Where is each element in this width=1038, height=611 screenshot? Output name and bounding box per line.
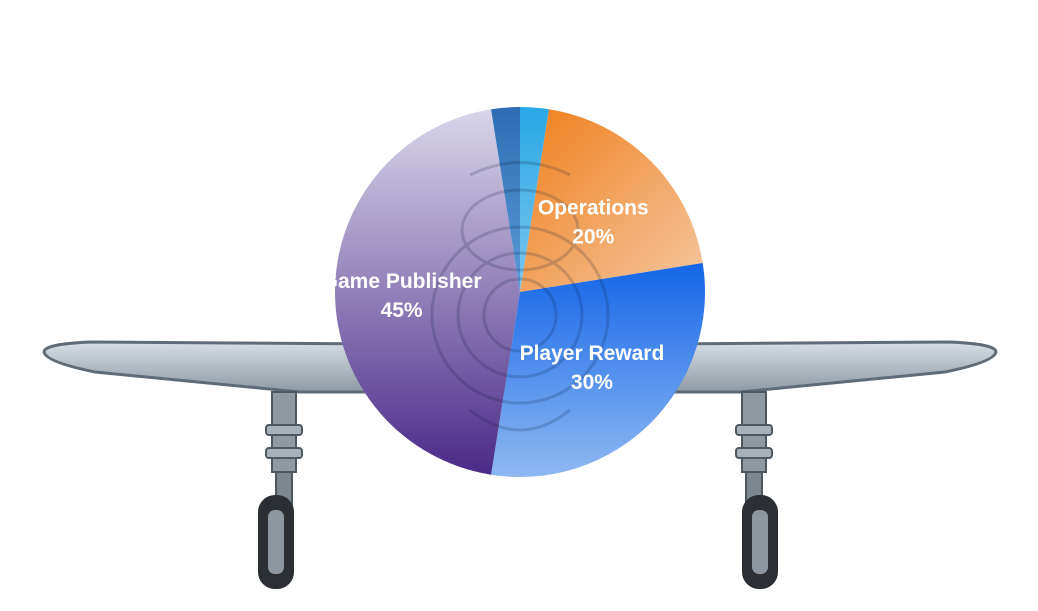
pie-slice-unlabeled-3: [491, 107, 520, 292]
slice-value-label: 20%: [572, 226, 614, 249]
pie-slice-game-publisher: [335, 109, 520, 475]
pie-slice-unlabeled-4: [520, 107, 549, 292]
pie-slice-operations: [520, 109, 703, 293]
airplane-nose-overlay: [430, 161, 610, 432]
right-landing-gear: [735, 391, 778, 589]
pie-slice-player-reward: [491, 263, 705, 478]
slice-label: Player Reward: [520, 342, 665, 365]
slice-value-label: 30%: [571, 371, 613, 394]
slice-label: Game Publisher: [322, 270, 482, 293]
pie-chart: [335, 107, 705, 478]
slice-label: Operations: [538, 197, 649, 220]
slice-value-label: 45%: [381, 299, 423, 322]
left-landing-gear: [258, 391, 303, 589]
pie-labels: Operations 20% Player Reward 30% Game Publis…: [322, 197, 665, 394]
